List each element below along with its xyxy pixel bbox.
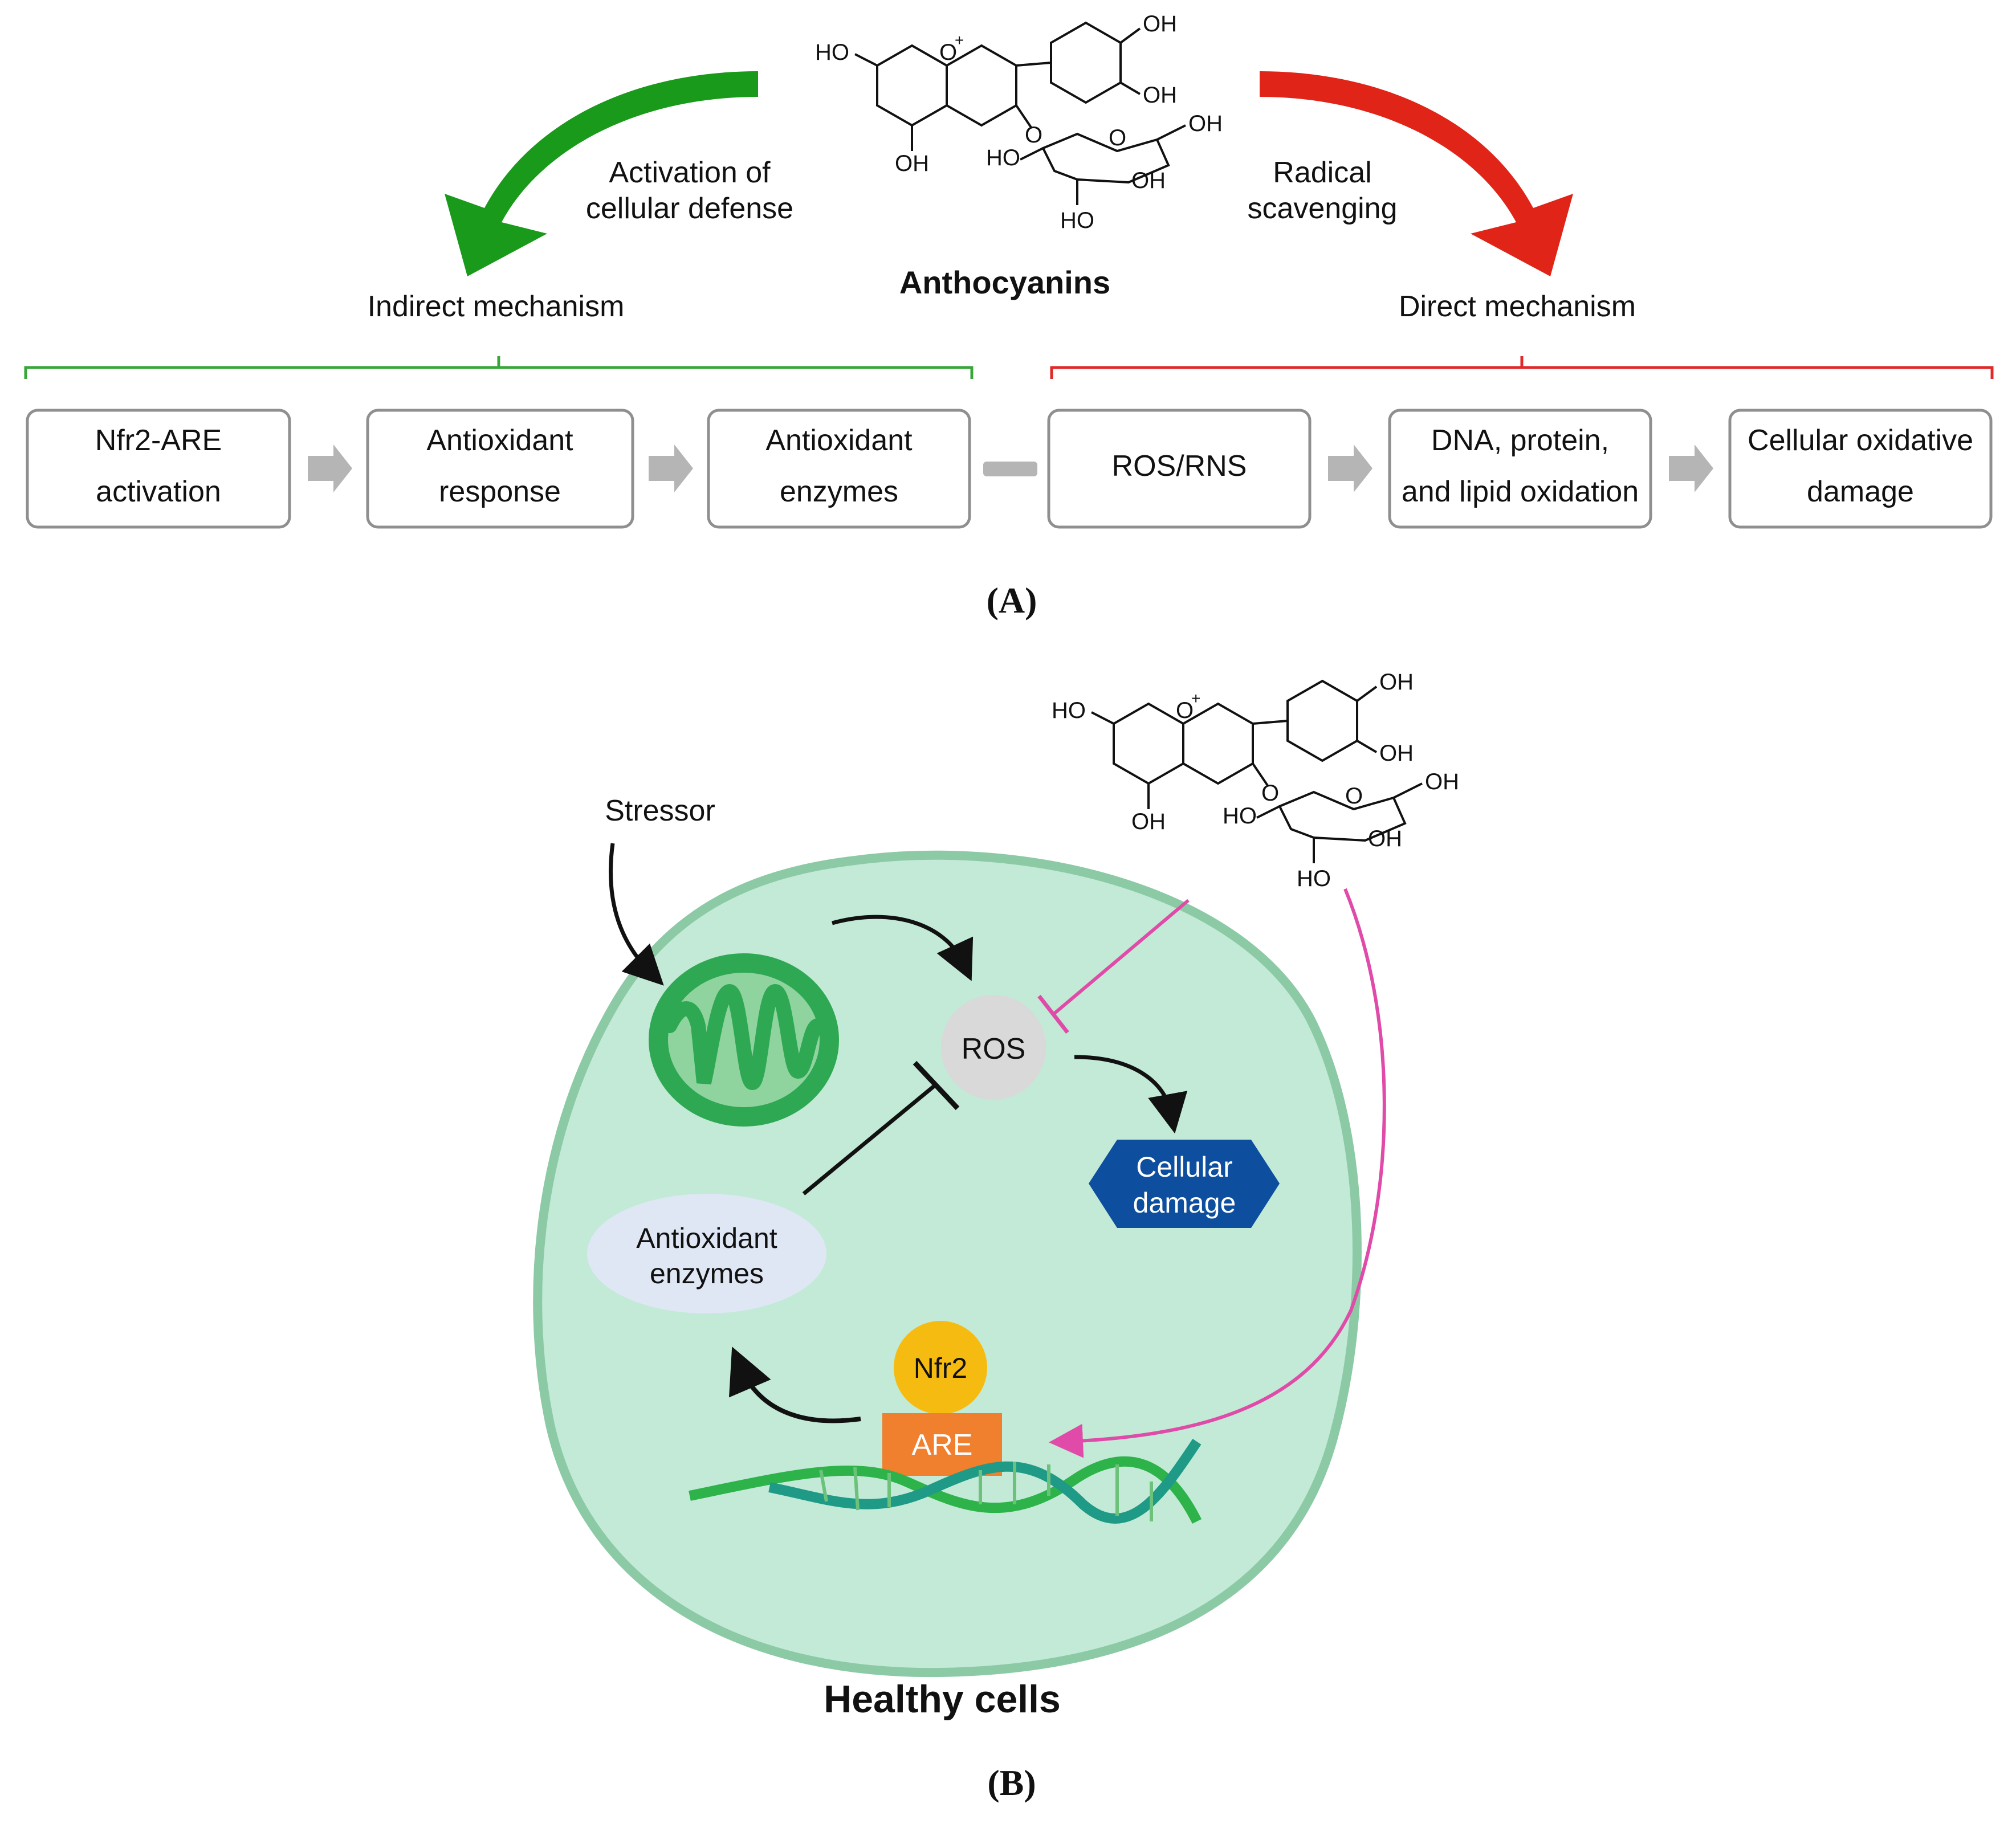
flow-box-1: Nfr2-ARE activation (26, 409, 291, 529)
flow-box-3-line-1: Antioxidant (765, 424, 913, 457)
flow-dash (983, 462, 1037, 476)
mitochondrion-icon (649, 953, 839, 1127)
ros-to-damage-arrow (1074, 1055, 1188, 1134)
flow-arrow-2 (649, 444, 693, 492)
enzymes-label-2: enzymes (650, 1258, 764, 1290)
flow-box-6-line-2: damage (1807, 475, 1914, 508)
panel-b: Stressor ROS Cellular damage Antioxidant… (533, 668, 1460, 1803)
healthy-cells-title: Healthy cells (824, 1678, 1061, 1721)
flow-box-3: Antioxidant enzymes (707, 409, 971, 529)
panel-a-caption: (A) (987, 580, 1037, 621)
flow-box-4-line-1: ROS/RNS (1112, 450, 1247, 483)
flow-box-6: Cellular oxidative damage (1728, 409, 1993, 529)
mito-to-ros-arrow (832, 915, 974, 981)
cellular-damage-node (1089, 1140, 1280, 1228)
indirect-mechanism-title: Indirect mechanism (368, 290, 625, 323)
flow-arrow-4 (1669, 444, 1713, 492)
enzymes-inhibit-bar (913, 1060, 960, 1111)
panel-a: Activation of cellular defense Radical s… (24, 10, 1994, 621)
direct-mechanism-title: Direct mechanism (1399, 290, 1636, 323)
enzymes-label-1: Antioxidant (636, 1222, 777, 1254)
flow-box-2-line-1: Antioxidant (426, 424, 573, 457)
left-arrow-label-2: cellular defense (586, 192, 793, 225)
stressor-label: Stressor (605, 794, 715, 827)
are-label: ARE (912, 1429, 973, 1462)
nfr2-label: Nfr2 (914, 1352, 967, 1384)
right-arrow-label-2: scavenging (1247, 192, 1397, 225)
flow-box-6-line-1: Cellular oxidative (1748, 424, 1973, 457)
flow-box-5: DNA, protein, and lipid oxidation (1388, 409, 1652, 529)
are-to-enzymes-arrow (729, 1346, 861, 1423)
flow-box-5-line-1: DNA, protein, (1431, 424, 1609, 457)
red-curved-arrow-icon (1260, 71, 1573, 276)
flow-box-2-line-2: response (439, 475, 561, 508)
left-arrow-label-1: Activation of (609, 156, 771, 189)
indirect-bracket (24, 356, 974, 379)
green-curved-arrow-icon (445, 71, 758, 276)
ros-label: ROS (962, 1033, 1026, 1066)
flow-arrow-3 (1328, 444, 1372, 492)
damage-label-1: Cellular (1136, 1151, 1233, 1183)
right-arrow-label-1: Radical (1273, 156, 1371, 189)
enzymes-inhibit-ros (802, 1084, 936, 1195)
anthocyanin-structure-icon (814, 10, 1224, 234)
flow-box-2: Antioxidant response (366, 409, 634, 529)
anthocyanin-structure-icon-b (1050, 668, 1460, 892)
compound-label: Anthocyanins (899, 264, 1110, 300)
flow-box-5-line-2: and lipid oxidation (1402, 475, 1639, 508)
dna-helix-icon (689, 1439, 1202, 1524)
anthocyanin-inhibit-ros (1052, 899, 1190, 1016)
nfr2-node (894, 1321, 987, 1414)
direct-bracket (1050, 356, 1994, 379)
panel-b-caption: (B) (987, 1762, 1036, 1803)
flow-arrow-1 (308, 444, 352, 492)
flow-box-1-line-1: Nfr2-ARE (95, 424, 222, 457)
stressor-arrow (609, 843, 664, 986)
damage-label-2: damage (1133, 1187, 1236, 1219)
anthocyanin-inhibit-bar (1037, 994, 1069, 1034)
antioxidant-enzymes-node (587, 1194, 826, 1313)
flow-box-1-line-2: activation (96, 475, 221, 508)
anthocyanin-activate-are (1049, 888, 1386, 1458)
flow-box-4: ROS/RNS (1047, 409, 1312, 529)
ros-node (941, 995, 1046, 1100)
flow-box-3-line-2: enzymes (780, 475, 898, 508)
